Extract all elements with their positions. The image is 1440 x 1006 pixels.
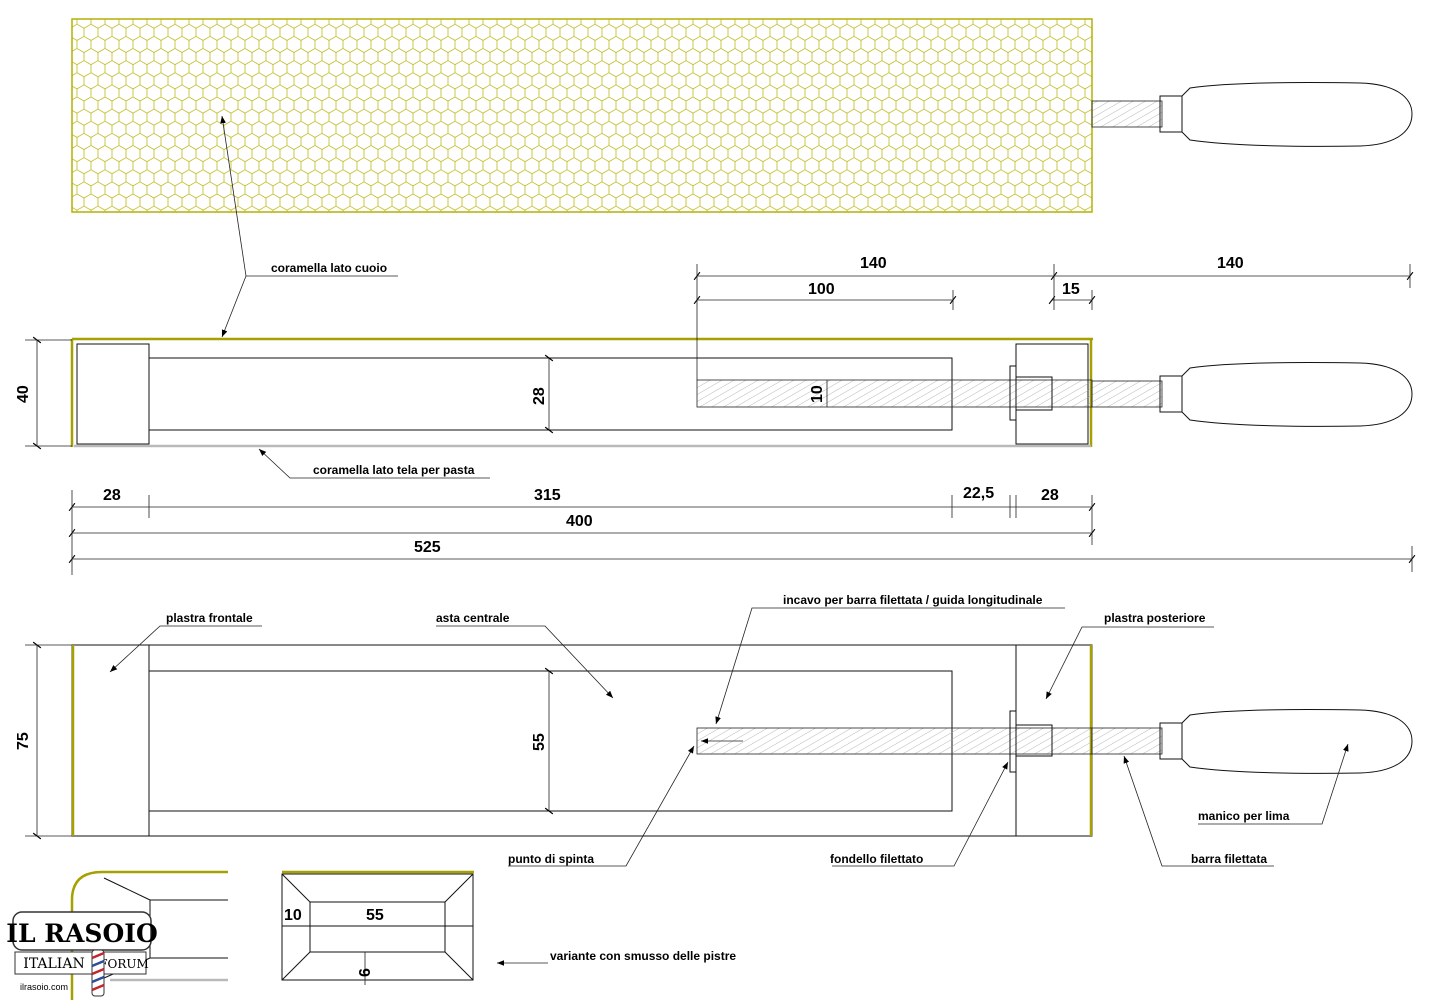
dim-140-a: 140 bbox=[860, 255, 887, 272]
logo-forum: FORUM bbox=[99, 957, 149, 971]
dim-10-detail: 10 bbox=[284, 907, 302, 924]
barber-pole-icon bbox=[91, 949, 105, 997]
label-plastra-posteriore: plastra posteriore bbox=[1104, 611, 1206, 625]
logo-site: ilrasoio.com bbox=[20, 982, 68, 992]
dim-15: 15 bbox=[1062, 281, 1080, 298]
dim-28-b: 28 bbox=[1041, 487, 1059, 504]
dim-55-vert: 55 bbox=[531, 733, 548, 751]
label-variante: variante con smusso delle pistre bbox=[550, 949, 736, 963]
dim-140-b: 140 bbox=[1217, 255, 1244, 272]
top-view bbox=[71, 18, 1413, 213]
logo-title: IL RASOIO bbox=[6, 919, 157, 948]
leader-lines bbox=[109, 115, 1349, 966]
dim-400: 400 bbox=[566, 513, 593, 530]
label-plastra-frontale: plastra frontale bbox=[166, 611, 253, 625]
dimension-values: 140 100 15 140 40 28 10 28 315 22,5 28 4… bbox=[15, 255, 1244, 977]
dim-40: 40 bbox=[15, 385, 32, 403]
dim-28-a: 28 bbox=[103, 487, 121, 504]
label-manico: manico per lima bbox=[1198, 809, 1290, 823]
threaded-rod-plan bbox=[696, 727, 1093, 755]
dim-525: 525 bbox=[414, 539, 441, 556]
dim-75: 75 bbox=[15, 732, 32, 750]
label-incavo: incavo per barra filettata / guida longi… bbox=[783, 593, 1043, 607]
il-rasoio-logo: IL RASOIO ITALIAN FORUM ilrasoio.com bbox=[6, 911, 158, 997]
file-handle-top bbox=[1159, 82, 1413, 147]
dim-6-detail: 6 bbox=[357, 968, 374, 977]
logo-italian: ITALIAN bbox=[23, 956, 84, 972]
label-punto-spinta: punto di spinta bbox=[508, 852, 594, 866]
variant-detail-right bbox=[281, 870, 474, 985]
front-plate-side bbox=[76, 343, 150, 445]
plan-view bbox=[71, 644, 1413, 837]
label-coramella-tela: coramella lato tela per pasta bbox=[313, 463, 475, 477]
label-asta-centrale: asta centrale bbox=[436, 611, 510, 625]
threaded-rod-top bbox=[1091, 100, 1163, 128]
threaded-rod-side bbox=[696, 379, 1093, 408]
dim-100: 100 bbox=[808, 281, 835, 298]
dim-55-detail: 55 bbox=[366, 907, 384, 924]
labels: coramella lato cuoio coramella lato tela… bbox=[166, 261, 1290, 963]
label-fondello: fondello filettato bbox=[830, 852, 923, 866]
side-view bbox=[70, 337, 1413, 448]
file-handle-side bbox=[1159, 362, 1413, 427]
dim-28-vert: 28 bbox=[531, 387, 548, 405]
label-barra: barra filettata bbox=[1191, 852, 1267, 866]
dim-315: 315 bbox=[534, 487, 561, 504]
leather-surface bbox=[71, 18, 1093, 213]
dim-22-5: 22,5 bbox=[963, 485, 994, 502]
dimension-lines bbox=[25, 264, 1416, 840]
dim-10-vert: 10 bbox=[809, 385, 826, 403]
file-handle-plan bbox=[1159, 709, 1413, 774]
label-coramella-cuoio: coramella lato cuoio bbox=[271, 261, 387, 275]
